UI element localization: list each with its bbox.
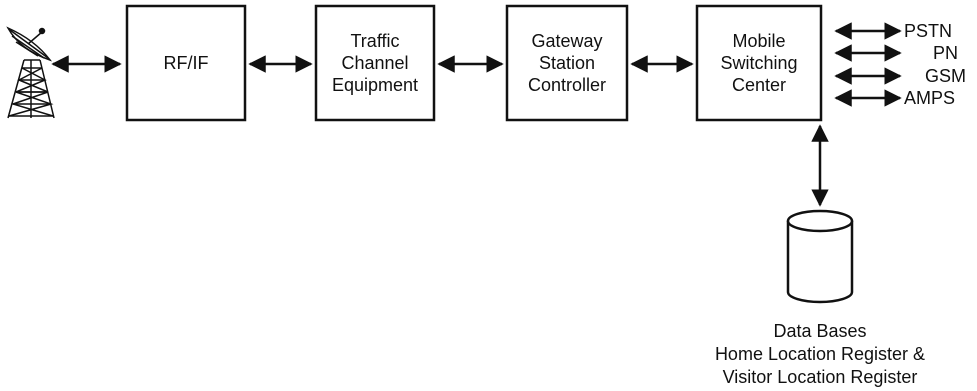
network-label-gsm: GSM	[924, 66, 966, 86]
network-label-pn: PN	[932, 43, 958, 63]
traffic-channel-equipment-box	[314, 4, 436, 122]
rf-if-label: RF/IF	[163, 53, 209, 73]
network-label-pstn: PSTN	[904, 21, 953, 41]
mobile-switching-center-box	[695, 4, 823, 122]
database-cylinder-icon	[786, 209, 854, 304]
traffic-channel-equipment-label: Traffic Channel Equipment	[331, 31, 419, 95]
rf-if-box	[125, 4, 247, 122]
gateway-station-controller-box	[505, 4, 629, 122]
database-caption-vlr: Visitor Location Register	[722, 367, 918, 387]
gateway-station-controller-label: Gateway Station Controller	[527, 31, 607, 95]
network-label-amps: AMPS	[904, 88, 956, 108]
satellite-dish-icon	[6, 26, 55, 119]
database-caption-title: Data Bases	[773, 321, 867, 341]
database-caption-hlr: Home Location Register &	[714, 344, 926, 364]
mobile-switching-center-label: Mobile Switching Center	[720, 31, 798, 95]
